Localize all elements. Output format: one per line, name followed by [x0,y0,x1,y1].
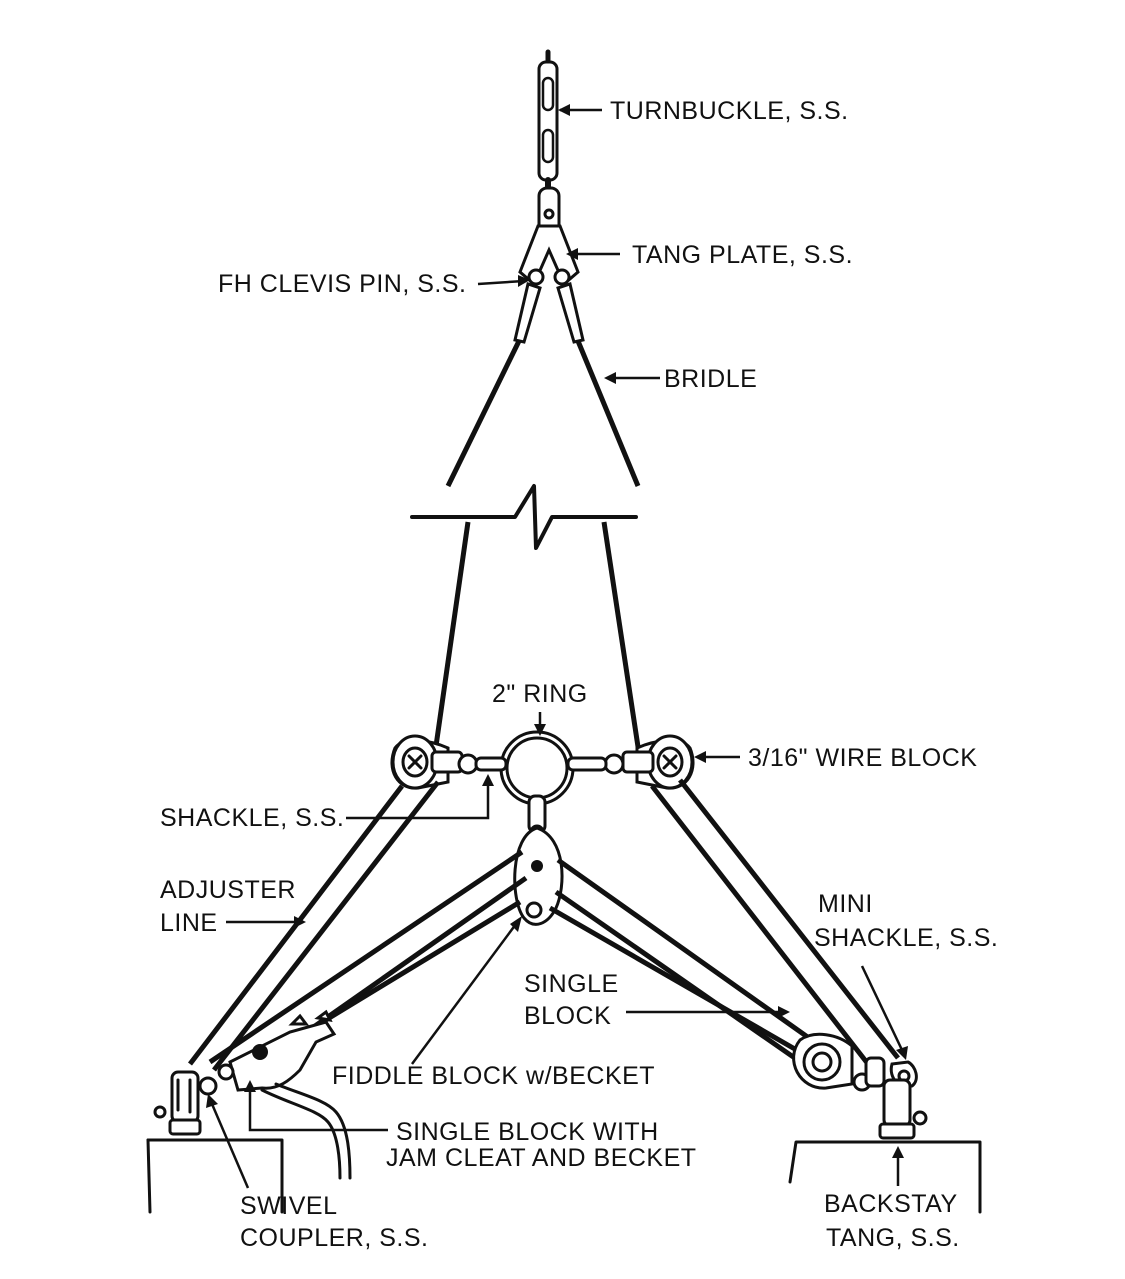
shackle-right [566,753,625,775]
single-block-jam-cleat [217,1009,352,1180]
adjuster-line-label-2: LINE [160,909,218,937]
ring-label: 2" RING [492,680,588,708]
turnbuckle-label: TURNBUCKLE, S.S. [610,97,849,125]
single-block-jam-label-2: JAM CLEAT AND BECKET [386,1144,697,1172]
fh-clevis-pin-label: FH CLEVIS PIN, S.S. [218,270,466,298]
mini-shackle-label-2: SHACKLE, S.S. [814,924,998,952]
shackle-left [457,753,508,775]
swivel-coupler [153,1070,218,1136]
deck-left [146,1138,284,1214]
single-block-right [792,1032,886,1092]
swivel-coupler-label-1: SWIVEL [240,1192,337,1220]
wire-block-label: 3/16" WIRE BLOCK [748,744,977,772]
fiddle-block-label: FIDDLE BLOCK w/BECKET [332,1062,655,1090]
backstay-tang-label-1: BACKSTAY [824,1190,958,1218]
swivel-coupler-label-2: COUPLER, S.S. [240,1224,429,1252]
tackle-right [548,857,842,1073]
ring [499,730,575,806]
single-block-jam-label-1: SINGLE BLOCK WITH [396,1118,659,1146]
adjuster-line-label-1: ADJUSTER [160,876,296,904]
fh-clevis-pin [527,268,571,286]
wire-block-left [390,734,464,790]
tang-plate [518,186,580,287]
single-block-label-2: BLOCK [524,1002,611,1030]
tang-plate-label: TANG PLATE, S.S. [632,241,853,269]
shackle-label: SHACKLE, S.S. [160,804,344,832]
turnbuckle [537,49,559,195]
single-block-label-1: SINGLE [524,970,619,998]
wire-block-right [621,734,695,790]
fiddle-block [513,794,564,926]
deck-right [788,1140,982,1214]
backstay-tang-label-2: TANG, S.S. [826,1224,960,1252]
leaders [206,104,908,1189]
mini-shackle-label-1: MINI [818,890,873,918]
backstay-tang [878,1078,928,1140]
break-line [410,484,638,550]
bridle-label: BRIDLE [664,365,757,393]
bridle [431,282,643,761]
